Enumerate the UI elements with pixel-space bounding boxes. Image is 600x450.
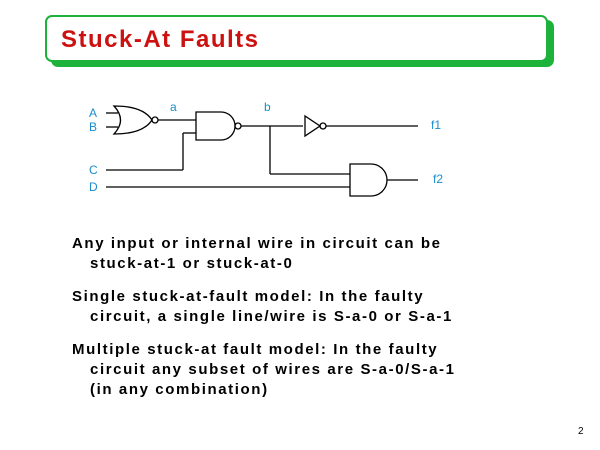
slide-title: Stuck-At Faults — [61, 26, 260, 53]
bullet-line: Any input or internal wire in circuit ca… — [72, 235, 442, 252]
and-gate — [349, 163, 388, 197]
output-label-f1: f1 — [431, 118, 441, 132]
inverter-gate — [304, 114, 322, 138]
bullet-line: Multiple stuck-at fault model: In the fa… — [72, 341, 439, 358]
nor-gate — [112, 105, 153, 135]
title-frame: Stuck-At Faults — [45, 15, 548, 62]
input-label-A: A — [89, 106, 97, 120]
bullet-line: Single stuck-at-fault model: In the faul… — [72, 288, 425, 305]
input-label-C: C — [89, 163, 98, 177]
bullet-line: circuit any subset of wires are S-a-0/S-… — [90, 361, 456, 378]
output-label-f2: f2 — [433, 172, 443, 186]
bullet-line: stuck-at-1 or stuck-at-0 — [90, 255, 294, 272]
bullet-line: circuit, a single line/wire is S-a-0 or … — [90, 308, 453, 325]
nor-gate-bubble — [151, 116, 159, 124]
bullet-item: Single stuck-at-fault model: In the faul… — [72, 287, 572, 327]
bullet-item: Any input or internal wire in circuit ca… — [72, 234, 572, 274]
wire-label-a: a — [170, 100, 177, 114]
page-number: 2 — [578, 426, 584, 437]
nand-gate-bubble — [234, 122, 242, 130]
bullet-item: Multiple stuck-at fault model: In the fa… — [72, 340, 572, 400]
bullet-list: Any input or internal wire in circuit ca… — [72, 234, 572, 413]
bullet-line: (in any combination) — [90, 381, 269, 398]
input-label-B: B — [89, 120, 97, 134]
wire-label-b: b — [264, 100, 271, 114]
input-label-D: D — [89, 180, 98, 194]
nand-gate — [195, 111, 236, 141]
